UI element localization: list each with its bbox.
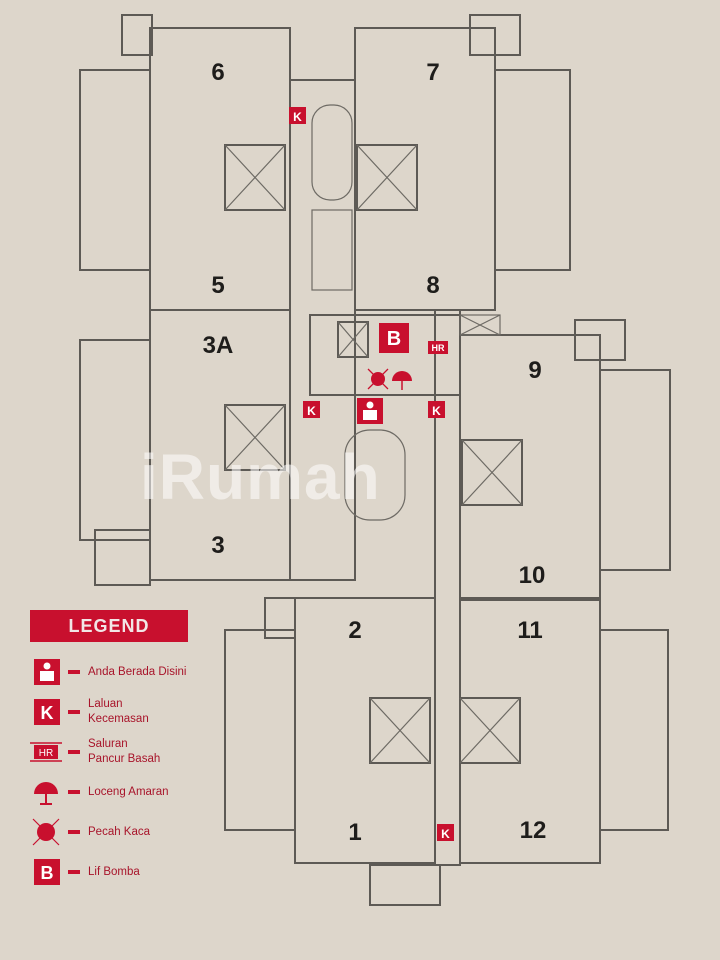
legend-item: B Lif Bomba: [30, 852, 200, 892]
k-exit-icon: K: [428, 401, 445, 418]
svg-text:B: B: [387, 328, 401, 350]
svg-text:K: K: [441, 827, 450, 841]
unit-10-label: 10: [519, 562, 546, 589]
legend-title: LEGEND: [30, 610, 188, 642]
watermark: iRumah: [140, 441, 381, 513]
svg-text:B: B: [41, 863, 54, 883]
unit-6-label: 6: [211, 59, 224, 86]
lift-shafts: [224, 144, 523, 764]
fire-lift-icon: B: [379, 323, 409, 353]
svg-text:HR: HR: [432, 343, 445, 353]
hose-reel-icon: HR: [30, 742, 62, 762]
k-exit-icon: K: [437, 824, 454, 841]
unit-1-label: 1: [348, 819, 361, 846]
k-exit-icon: K: [34, 699, 60, 725]
legend-item: K Laluan Kecemasan: [30, 692, 200, 732]
fire-lift-icon: B: [34, 859, 60, 885]
legend-item: Pecah Kaca: [30, 812, 200, 852]
legend-item: Anda Berada Disini: [30, 652, 200, 692]
unit-labels: 6 7 5 8 3A 3 9 10 11 2 1 12: [203, 59, 547, 846]
hose-reel-icon: HR: [428, 341, 448, 354]
you-are-here-icon: [357, 398, 383, 424]
you-are-here-icon: [34, 659, 60, 685]
unit-12-label: 12: [520, 817, 547, 844]
svg-text:K: K: [307, 404, 316, 418]
unit-7-label: 7: [426, 59, 439, 86]
unit-3-label: 3: [211, 532, 224, 559]
unit-11-label: 11: [517, 617, 542, 644]
break-glass-icon: [367, 368, 389, 390]
svg-text:K: K: [41, 703, 54, 723]
svg-text:K: K: [293, 110, 302, 124]
alarm-bell-icon: [34, 782, 58, 805]
alarm-bell-icon: [392, 371, 412, 390]
legend: LEGEND Anda Berada Disini K Laluan Kecem…: [30, 610, 200, 892]
legend-item: HR Saluran Pancur Basah: [30, 732, 200, 772]
unit-9-label: 9: [528, 357, 541, 384]
k-exit-icon: K: [303, 401, 320, 418]
svg-text:HR: HR: [39, 748, 53, 759]
safety-markers: K B HR K K K: [289, 107, 454, 841]
k-exit-icon: K: [289, 107, 306, 124]
unit-5-label: 5: [211, 272, 224, 299]
break-glass-icon: [32, 818, 60, 846]
svg-text:K: K: [432, 404, 441, 418]
unit-2-label: 2: [348, 617, 361, 644]
building-walls: [79, 14, 671, 906]
unit-3a-label: 3A: [203, 332, 234, 359]
unit-8-label: 8: [426, 272, 439, 299]
legend-item: Loceng Amaran: [30, 772, 200, 812]
